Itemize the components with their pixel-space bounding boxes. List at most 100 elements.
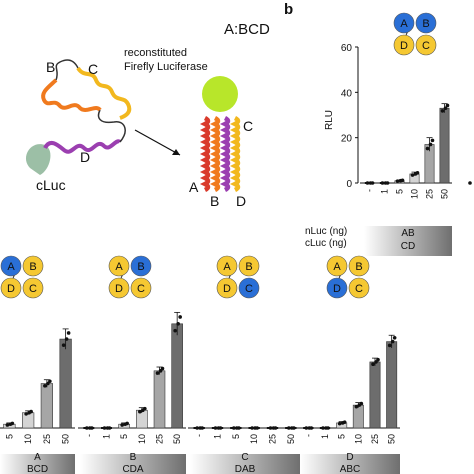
bar bbox=[153, 370, 166, 429]
domain-d-label: D bbox=[333, 283, 341, 295]
linker-cd bbox=[97, 109, 126, 143]
domain-a-label: A bbox=[115, 261, 123, 273]
arrow-head bbox=[172, 149, 180, 155]
construct-title: A:BCD bbox=[224, 21, 270, 38]
domain-a-circle bbox=[326, 255, 348, 277]
x-tick-label: 5 bbox=[119, 434, 129, 439]
bar bbox=[369, 361, 381, 429]
x-tick-label: 50 bbox=[440, 189, 450, 199]
replicate-point bbox=[342, 420, 347, 424]
domain-c-circle bbox=[22, 277, 44, 299]
replicate-point bbox=[102, 426, 107, 430]
domain-b-circle bbox=[22, 255, 44, 277]
concentration-gradient bbox=[364, 226, 452, 256]
replicate-point bbox=[376, 357, 380, 362]
replicate-point bbox=[10, 421, 15, 426]
helix-bundle bbox=[199, 115, 241, 193]
construct-caption-1: reconstituted bbox=[124, 47, 187, 59]
x-tick-label: - bbox=[84, 434, 94, 437]
replicate-point bbox=[255, 426, 259, 430]
replicate-point bbox=[428, 142, 433, 147]
domain-b-circle bbox=[238, 255, 260, 277]
arrow-line bbox=[134, 129, 181, 156]
y-tick-label: 60 bbox=[341, 43, 353, 54]
label-d: D bbox=[80, 149, 90, 165]
domain-b-label: B bbox=[245, 261, 252, 273]
replicate-point bbox=[138, 409, 142, 414]
replicate-point bbox=[370, 181, 375, 185]
replicate-point bbox=[468, 181, 472, 185]
x-tick-label: 10 bbox=[23, 434, 33, 444]
domain-d-label: D bbox=[223, 283, 231, 295]
replicate-point bbox=[337, 421, 342, 426]
helix-label-a: A bbox=[189, 179, 199, 195]
group-label-nluc: D bbox=[346, 452, 353, 463]
x-tick-label: 50 bbox=[387, 434, 397, 444]
replicate-point bbox=[160, 366, 165, 371]
x-tick-label: 25 bbox=[425, 189, 435, 199]
x-tick-label: 10 bbox=[410, 189, 420, 199]
domain-b-circle bbox=[348, 255, 370, 277]
replicate-point bbox=[385, 181, 390, 185]
cluc-row-label: cLuc (ng) bbox=[305, 238, 347, 249]
x-tick-label: 25 bbox=[268, 434, 278, 444]
replicate-point bbox=[395, 179, 400, 183]
group-label-cluc: CD bbox=[401, 241, 415, 252]
reconstituted-complex: A:BCD reconstituted Firefly Luciferase A… bbox=[124, 21, 270, 209]
group-label-cluc: ABC bbox=[340, 464, 361, 474]
replicate-point bbox=[387, 343, 392, 348]
bar bbox=[22, 412, 35, 429]
linker-bc bbox=[55, 59, 79, 81]
group-label-cluc: BCD bbox=[27, 464, 48, 474]
y-axis-label: RLU bbox=[324, 110, 335, 130]
domain-c-circle bbox=[415, 34, 437, 56]
x-tick-label: 1 bbox=[380, 189, 390, 194]
concentration-gradient bbox=[300, 454, 400, 474]
concentration-gradient bbox=[190, 454, 300, 474]
replicate-point bbox=[5, 423, 10, 427]
replicate-point bbox=[48, 379, 52, 384]
domain-a-label: A bbox=[400, 18, 408, 30]
domain-b-label: B bbox=[137, 261, 144, 273]
domain-c-label: C bbox=[29, 283, 37, 295]
x-tick-label: 5 bbox=[337, 434, 347, 439]
x-tick-label: - bbox=[194, 434, 204, 437]
group-label-nluc: A bbox=[34, 452, 41, 463]
x-tick-label: - bbox=[365, 189, 375, 192]
replicate-point bbox=[61, 343, 66, 347]
replicate-point bbox=[440, 109, 445, 113]
domain-a-label: A bbox=[7, 261, 15, 273]
replicate-point bbox=[178, 315, 182, 319]
domain-b-circle bbox=[415, 12, 437, 34]
x-tick-label: 50 bbox=[172, 434, 182, 444]
bar bbox=[40, 383, 53, 429]
replicate-point bbox=[237, 426, 241, 430]
replicate-point bbox=[430, 138, 435, 143]
x-tick-label: 5 bbox=[231, 434, 241, 439]
domain-d-label: D bbox=[400, 40, 408, 52]
helix-label-b: B bbox=[210, 193, 219, 209]
replicate-point bbox=[125, 421, 129, 426]
replicate-point bbox=[273, 426, 278, 430]
group-label-cluc: DAB bbox=[235, 464, 256, 474]
luciferase-domain-sphere bbox=[202, 76, 238, 112]
x-tick-label: 25 bbox=[155, 434, 165, 444]
group-label-nluc: AB bbox=[401, 228, 415, 239]
domain-a-circle bbox=[393, 12, 415, 34]
replicate-point bbox=[443, 106, 448, 110]
replicate-point bbox=[176, 322, 180, 326]
label-b: B bbox=[46, 59, 55, 75]
construct-caption-2: Firefly Luciferase bbox=[124, 61, 208, 73]
replicate-point bbox=[400, 178, 405, 183]
domain-c-label: C bbox=[245, 283, 253, 295]
helix-label-d: D bbox=[236, 193, 246, 209]
group-label-nluc: C bbox=[241, 452, 248, 463]
y-tick-label: 40 bbox=[341, 88, 353, 99]
helix-a bbox=[199, 115, 211, 193]
replicate-point bbox=[218, 426, 223, 430]
x-tick-label: 25 bbox=[370, 434, 380, 444]
replicate-point bbox=[425, 146, 430, 151]
bar bbox=[352, 404, 364, 429]
